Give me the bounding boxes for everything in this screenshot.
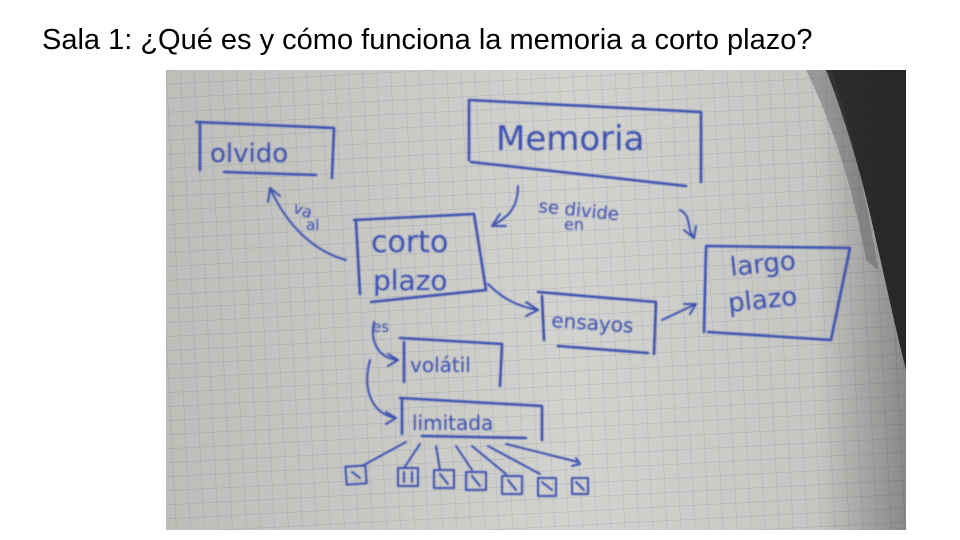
- node-olvido: olvido: [194, 120, 336, 180]
- node-largo-plazo: largo plazo: [702, 244, 852, 342]
- node-corto-plazo: corto plazo: [352, 212, 488, 304]
- node-limitada: limitada: [398, 396, 544, 442]
- shadow: [826, 70, 906, 370]
- edge-label-es: es: [372, 318, 389, 336]
- limitada-branches: [361, 441, 581, 475]
- edge-label-en: en: [564, 215, 584, 234]
- limitada-item-boxes: [344, 464, 589, 497]
- node-limitada-label: limitada: [412, 411, 493, 435]
- node-largo-line2: plazo: [727, 282, 799, 319]
- concept-map-image: Memoria olvido corto plazo largo plazo: [166, 70, 906, 530]
- node-ensayos-label: ensayos: [551, 308, 635, 338]
- arrow-memoria-to-corto: [491, 185, 519, 227]
- slide-title: Sala 1: ¿Qué es y cómo funciona la memor…: [42, 24, 813, 56]
- node-corto-line1: corto: [371, 225, 448, 260]
- node-olvido-label: olvido: [210, 139, 288, 169]
- node-volatil: volátil: [398, 336, 504, 388]
- concept-map-photo: Memoria olvido corto plazo largo plazo: [166, 70, 906, 530]
- node-memoria: Memoria: [467, 98, 703, 188]
- node-corto-line2: plazo: [373, 264, 448, 297]
- arrow-corto-to-limitada: [366, 359, 397, 425]
- node-memoria-label: Memoria: [496, 119, 644, 159]
- node-volatil-label: volátil: [410, 353, 471, 377]
- node-ensayos: ensayos: [536, 290, 658, 356]
- arrow-ensayos-to-largo: [661, 303, 697, 321]
- arrow-memoria-to-largo: [679, 209, 697, 239]
- arrow-corto-to-olvido: [267, 187, 347, 261]
- edge-label-al: al: [306, 216, 319, 234]
- node-largo-line1: largo: [729, 246, 798, 283]
- arrow-corto-to-ensayos: [487, 283, 539, 317]
- arrow-corto-to-volatil: [372, 321, 399, 367]
